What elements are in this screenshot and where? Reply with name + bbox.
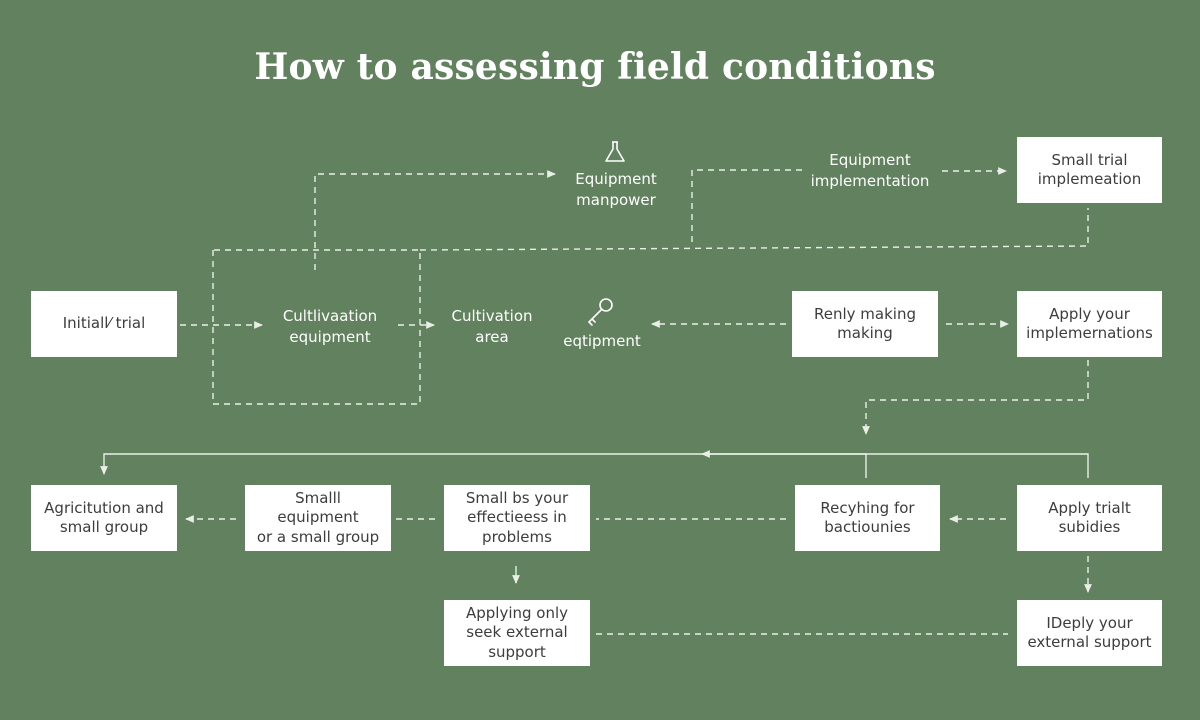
node-deply-external-support: IDeply your external support (1017, 600, 1162, 666)
node-small-bs-effectiveness: Small bs your effectieess in problems (444, 485, 590, 551)
edge-return-line (100, 453, 1089, 478)
node-small-bs-effectiveness-label: Small bs your effectieess in problems (465, 488, 569, 546)
node-renly-making: Renly making making (792, 291, 938, 357)
node-equipment-key-label: eqtipment (563, 332, 641, 350)
edge-apply-to-recyhing (862, 360, 1089, 435)
node-cultivation-equipment: Cultlivaation equipment (282, 307, 378, 346)
node-apply-trialt-subidies-label: Apply trialt subidies (1048, 498, 1131, 537)
node-equipment-implementation: Equipment implementation (810, 151, 930, 190)
node-initial-trial-label: Initiall⁄ trial (62, 314, 146, 333)
edge-return-arrowhead (701, 450, 867, 478)
node-small-trial-implementation: Small trial implemeation (1017, 137, 1162, 203)
node-small-equipment-group: Smalll equipment or a small group (245, 485, 391, 551)
edge-loop-left (212, 249, 421, 405)
node-renly-making-label: Renly making making (814, 304, 916, 343)
node-apply-trialt-subidies: Apply trialt subidies (1017, 485, 1162, 551)
node-small-equipment-group-label: Smalll equipment or a small group (256, 488, 380, 546)
node-initial-trial: Initiall⁄ trial (31, 291, 177, 357)
node-small-trial-implementation-label: Small trial implemeation (1037, 150, 1142, 189)
flask-icon (604, 140, 626, 164)
node-recyhing-bactiounies: Recyhing for bactiounies (795, 485, 940, 551)
edge-loop-to-small-trial (419, 208, 1089, 251)
node-agricitution-small-group-label: Agricitution and small group (44, 498, 164, 537)
node-cultivation-area: Cultivation area (451, 307, 533, 346)
node-equipment-manpower: Equipment manpower (575, 170, 657, 209)
diagram-title: How to assessing field conditions (254, 46, 936, 88)
edge-up-to-manpower (314, 170, 556, 270)
node-apply-implementations-label: Apply your implemernations (1026, 304, 1153, 343)
node-applying-external-support-label: Applying only seek external support (465, 603, 569, 661)
key-icon (584, 296, 616, 328)
edge-manpower-bracket (691, 169, 802, 242)
node-recyhing-bactiounies-label: Recyhing for bactiounies (820, 498, 915, 537)
node-deply-external-support-label: IDeply your external support (1027, 613, 1152, 652)
node-apply-implementations: Apply your implemernations (1017, 291, 1162, 357)
node-agricitution-small-group: Agricitution and small group (31, 485, 177, 551)
node-applying-external-support: Applying only seek external support (444, 600, 590, 666)
